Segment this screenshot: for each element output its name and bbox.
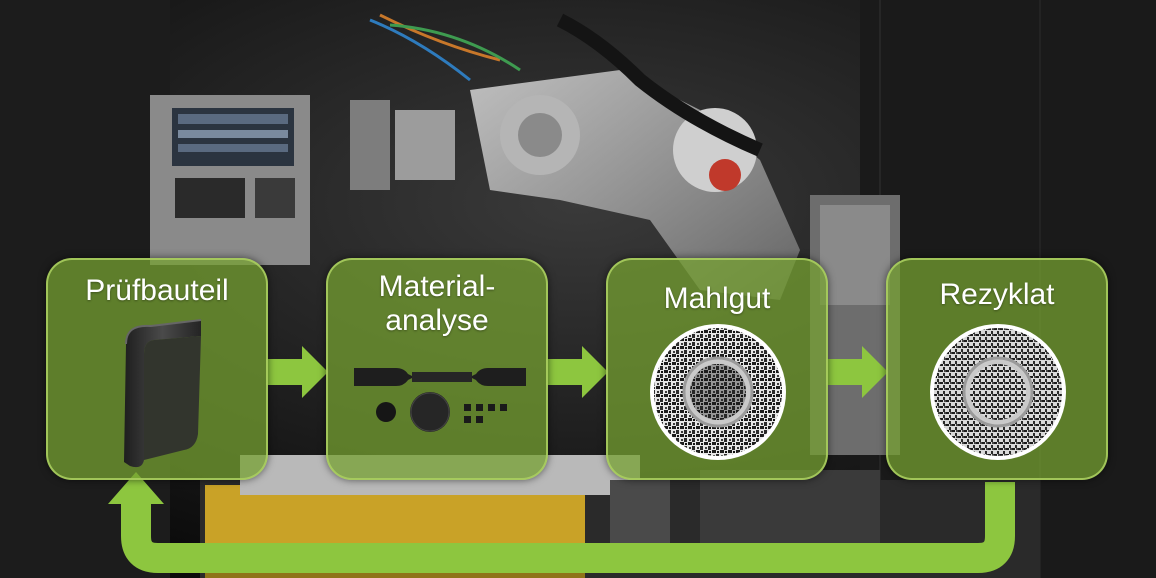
curved-part-icon — [124, 319, 202, 468]
recyclate-bowl-icon — [930, 324, 1066, 460]
arrow-step3-to-step4 — [826, 346, 888, 398]
step-title: Material- analyse — [378, 270, 496, 337]
arrow-step2-to-step3 — [546, 346, 608, 398]
step-card-materialanalyse: Material- analyse — [326, 258, 548, 480]
step-card-rezyklat: Rezyklat — [886, 258, 1108, 480]
step-title: Rezyklat — [939, 278, 1055, 311]
arrow-step1-to-step2 — [266, 346, 328, 398]
tensile-specimen-icon — [354, 368, 526, 432]
step-card-mahlgut: Mahlgut — [606, 258, 828, 480]
step-card-pruefbauteil: Prüfbauteil — [46, 258, 268, 480]
regrind-bowl-icon — [650, 324, 786, 460]
step-title: Mahlgut — [663, 282, 771, 315]
step-title: Prüfbauteil — [85, 274, 229, 307]
